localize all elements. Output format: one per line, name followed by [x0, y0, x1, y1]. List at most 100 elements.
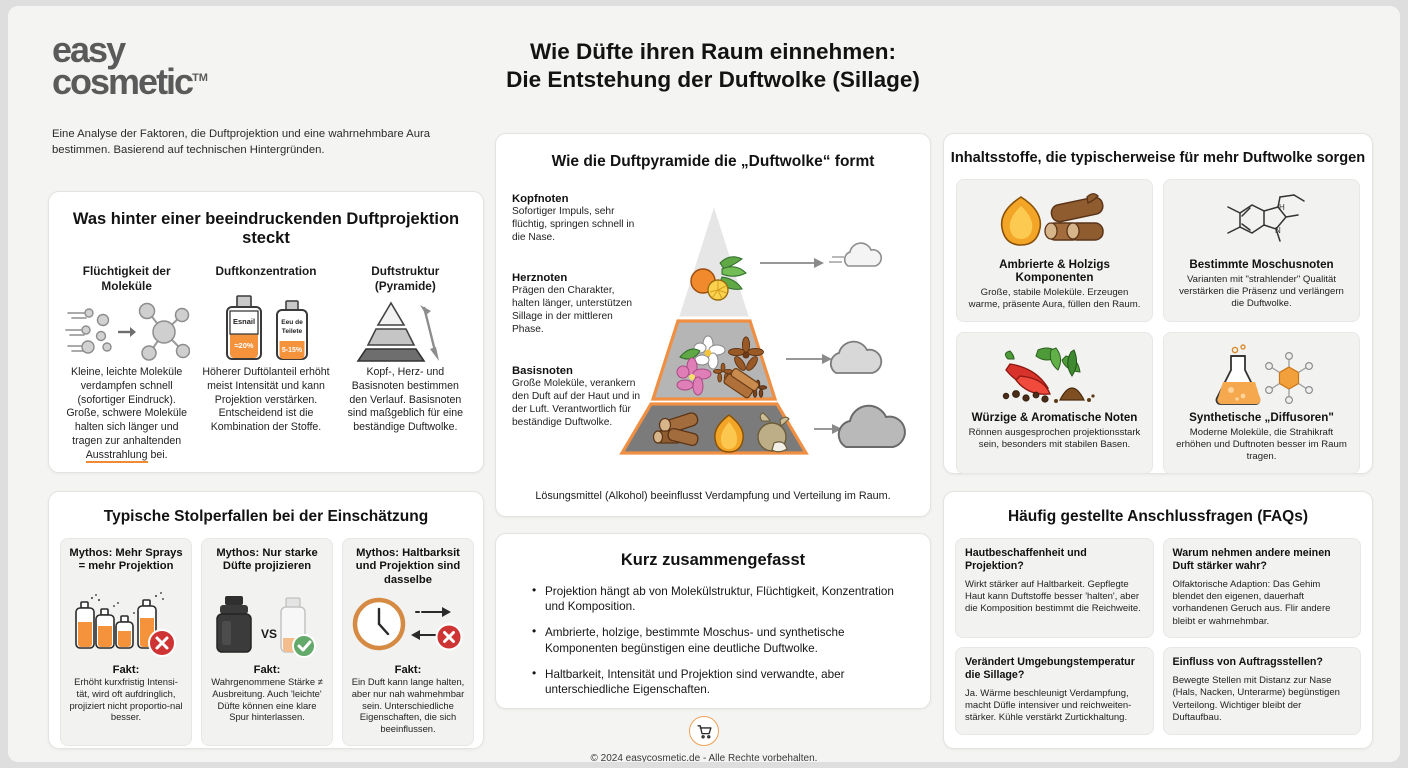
ingredient-body: Moderne Moleküle, die Strahikraft erhöhe… — [1176, 427, 1347, 463]
chili-herbs-icon — [965, 342, 1144, 408]
brand-trademark: TM — [192, 71, 208, 84]
perfume-bottles-icon: Esnail ≈20% Eeu de Teilete 5-15% — [202, 294, 329, 366]
factor-body: Höherer Duftölanteil erhöht meist Intens… — [202, 366, 330, 434]
ingredient-heading: Synthetische „Diffusoren" — [1189, 411, 1334, 425]
musk-molecule-icon: H N — [1172, 189, 1351, 255]
ingredient-heading: Ambrierte & Holzigs Komponenten — [999, 258, 1110, 284]
brand-logo-line2-text: cosmetic — [52, 60, 194, 102]
summary-bullet: Projektion hängt ab von Molekülstruktur,… — [532, 583, 896, 614]
page-title-line2: Die Entstehung der Duftwolke (Sillage) — [506, 67, 920, 93]
myth-card-more-sprays[interactable]: Mythos: Mehr Sprays = mehr Projektion — [60, 538, 192, 746]
factor-body-highlight: Ausstrahlung — [85, 448, 148, 463]
pyramid-footnote: Lösungsmittel (Alkohol) beeinflusst Verd… — [535, 490, 891, 502]
ingredient-body: Rönnen ausgesprochen projektionsstark se… — [968, 427, 1141, 451]
myths-panel-title: Typische Stolperfallen bei der Einschätz… — [103, 508, 429, 525]
svg-text:H: H — [1279, 203, 1285, 212]
ingredient-card-musk[interactable]: H N Bestimmte Moschusnoten Varianten mit… — [1163, 179, 1360, 323]
myth-heading: Mythos: Mehr Sprays = mehr Projektion — [69, 547, 183, 573]
ingredient-body: Varianten mit "strahlender" Qualität ver… — [1179, 274, 1344, 310]
pyramid-note-base: Basisnoten Große Moleküle, verankern den… — [512, 365, 642, 430]
factor-heading-line1: Duftkonzentration — [215, 264, 317, 278]
factor-heading-line2: Moleküle — [101, 278, 152, 293]
factor-body: Kopf-, Herz- und Basisnoten bestimmen de… — [347, 366, 464, 434]
clock-arrows-cross-icon — [350, 589, 466, 661]
factor-heading: Duftkonzentration — [202, 264, 329, 294]
pyramid-note-text: Sofortiger Impuls, sehr flüchtig, spring… — [512, 206, 635, 243]
factor-column-concentration: Duftkonzentration Esnail ≈20% — [196, 264, 335, 462]
faq-answer: Ja. Wärme beschleunigt Verdampfung, mach… — [965, 687, 1132, 724]
svg-text:N: N — [1275, 226, 1281, 235]
faq-panel-title: Häufig gestellte Anschlussfragen (FAQs) — [1007, 508, 1308, 525]
ingredient-body: Große, stabile Moleküle. Erzeugen warme,… — [968, 287, 1141, 311]
footer: © 2024 easycosmetic.de - Alle Rechte vor… — [8, 716, 1400, 762]
faq-item[interactable]: Hautbeschaffenheit und Projektion? Wirkt… — [955, 538, 1154, 639]
faq-question: Einfluss von Auftragsstellen? — [1172, 656, 1323, 669]
factor-heading-line1: Flüchtigkeit der — [82, 264, 171, 278]
pyramid-note-name: Kopfnoten — [512, 193, 569, 205]
copyright-text: © 2024 easycosmetic.de - Alle Rechte vor… — [590, 753, 818, 762]
faq-item[interactable]: Einfluss von Auftragsstellen? Bewegte St… — [1162, 647, 1361, 735]
factor-heading: Flüchtigkeit der Moleküle — [63, 264, 190, 294]
ingredients-panel-title: Inhaltsstoffe, die typischerweise für me… — [950, 150, 1366, 166]
faq-item[interactable]: Warum nehmen andere meinen Duft stärker … — [1162, 538, 1361, 639]
pyramid-panel: Wie die Duftpyramide die „Duftwolke“ for… — [495, 133, 931, 517]
spray-bottles-cross-icon — [68, 589, 184, 661]
myth-fact-body: Ein Duft kann lange halten, aber nur nah… — [351, 676, 465, 734]
tagline: Eine Analyse der Faktoren, die Duftproje… — [52, 128, 431, 157]
myths-cards: Mythos: Mehr Sprays = mehr Projektion — [49, 526, 483, 746]
shopping-cart-icon[interactable] — [689, 716, 719, 746]
molecules-icon — [63, 294, 190, 366]
myth-heading: Mythos: Haltbarksit und Projektion sind … — [355, 547, 461, 586]
bottle-right-pct: 5-15% — [282, 347, 303, 354]
amber-wood-icon — [965, 189, 1144, 255]
infographic-page: easy cosmeticTM Eine Analyse der Faktore… — [8, 6, 1400, 762]
faq-question: Verändert Umgebungstemperatur die Sillag… — [965, 656, 1135, 681]
dark-vs-light-bottle-icon: VS — [209, 589, 325, 661]
faq-answer: Bewegte Stellen mit Distanz zur Nase (Ha… — [1172, 674, 1340, 723]
factor-column-volatility: Flüchtigkeit der Moleküle — [57, 264, 196, 463]
faq-item[interactable]: Verändert Umgebungstemperatur die Sillag… — [955, 647, 1154, 735]
pyramid-note-text: Große Moleküle, verankern den Duft auf d… — [512, 378, 640, 428]
ingredient-card-synthetic[interactable]: Synthetische „Diffusoren" Moderne Molekü… — [1163, 332, 1360, 475]
factors-panel-title: Was hinter einer beeindruckenden Duftpro… — [72, 210, 460, 247]
myths-panel: Typische Stolperfallen bei der Einschätz… — [48, 491, 484, 749]
page-title-line1: Wie Düfte ihren Raum einnehmen: — [529, 39, 897, 64]
myth-fact-body: Erhöht kurxfristig Intensi-tät, wird oft… — [69, 676, 183, 723]
ingredient-card-spicy[interactable]: Würzige & Aromatische Noten Rönnen ausge… — [956, 332, 1153, 475]
summary-bullet: Ambrierte, holzige, bestimmte Moschus- u… — [532, 624, 896, 655]
summary-panel: Kurz zusammengefasst Projektion hängt ab… — [495, 533, 931, 709]
myth-card-longevity-projection[interactable]: Mythos: Haltbarksit und Projektion sind … — [342, 538, 474, 746]
vs-label: VS — [261, 627, 277, 641]
bottle-right-label-l2: Teilete — [282, 328, 303, 335]
page-title: Wie Düfte ihren Raum einnehmen: Die Ents… — [468, 38, 958, 95]
pyramid-diagram: Kopfnoten Sofortiger Impuls, sehr flücht… — [496, 171, 930, 461]
flask-molecule-icon — [1172, 342, 1351, 408]
ingredients-grid: Ambrierte & Holzigs Komponenten Große, s… — [944, 166, 1372, 475]
ingredient-card-amber-wood[interactable]: Ambrierte & Holzigs Komponenten Große, s… — [956, 179, 1153, 323]
faq-panel: Häufig gestellte Anschlussfragen (FAQs) … — [943, 491, 1373, 749]
pyramid-note-text: Prägen den Charakter, halten länger, unt… — [512, 285, 633, 335]
faq-question: Hautbeschaffenheit und Projektion? — [965, 547, 1087, 572]
myth-fact-body: Wahrgenommene Stärke ≠ Ausbreitung. Auch… — [211, 676, 323, 723]
factor-body: Kleine, leichte Moleküle verdampfen schn… — [63, 366, 190, 463]
faq-grid: Hautbeschaffenheit und Projektion? Wirkt… — [944, 526, 1372, 735]
faq-answer: Wirkt stärker auf Haltbarkeit. Gepflegte… — [965, 578, 1141, 615]
myth-fact-label: Fakt: — [394, 664, 422, 676]
pyramid-note-name: Herznoten — [512, 272, 568, 284]
brand-logo-line2: cosmeticTM — [52, 63, 282, 99]
factor-heading-line2: (Pyramide) — [374, 278, 436, 293]
myth-card-strong-scents[interactable]: Mythos: Nur starke Düfte projizieren VS — [201, 538, 333, 746]
ingredient-heading: Bestimmte Moschusnoten — [1189, 258, 1334, 271]
summary-panel-title: Kurz zusammengefasst — [620, 551, 806, 569]
pyramid-note-heart: Herznoten Prägen den Charakter, halten l… — [512, 272, 642, 337]
factor-body-text: Kleine, leichte Moleküle verdampfen schn… — [66, 366, 188, 447]
summary-bullets: Projektion hängt ab von Molekülstruktur,… — [496, 570, 930, 697]
bottle-left-pct: ≈20% — [234, 341, 253, 350]
faq-question: Warum nehmen andere meinen Duft stärker … — [1172, 547, 1331, 572]
ingredients-panel: Inhaltsstoffe, die typischerweise für me… — [943, 133, 1373, 475]
summary-bullet: Haltbarkeit, Intensität und Projektion s… — [532, 666, 896, 697]
bottle-left-label: Esnail — [233, 317, 255, 326]
factor-column-structure: Duftstruktur (Pyramide) Kop — [336, 264, 475, 462]
myth-heading: Mythos: Nur starke Düfte projizieren — [216, 547, 318, 573]
myth-fact-label: Fakt: — [253, 664, 281, 676]
